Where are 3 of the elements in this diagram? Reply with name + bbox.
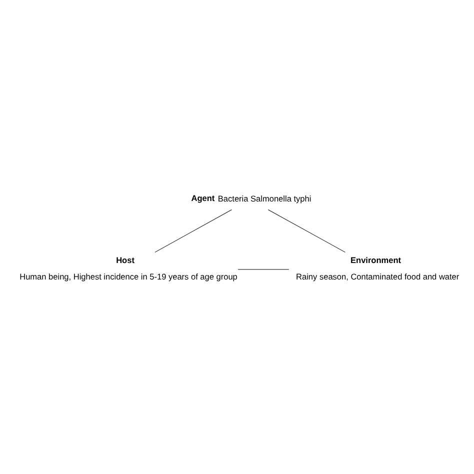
connector	[268, 208, 346, 252]
connector	[154, 208, 232, 252]
connector	[238, 268, 290, 270]
